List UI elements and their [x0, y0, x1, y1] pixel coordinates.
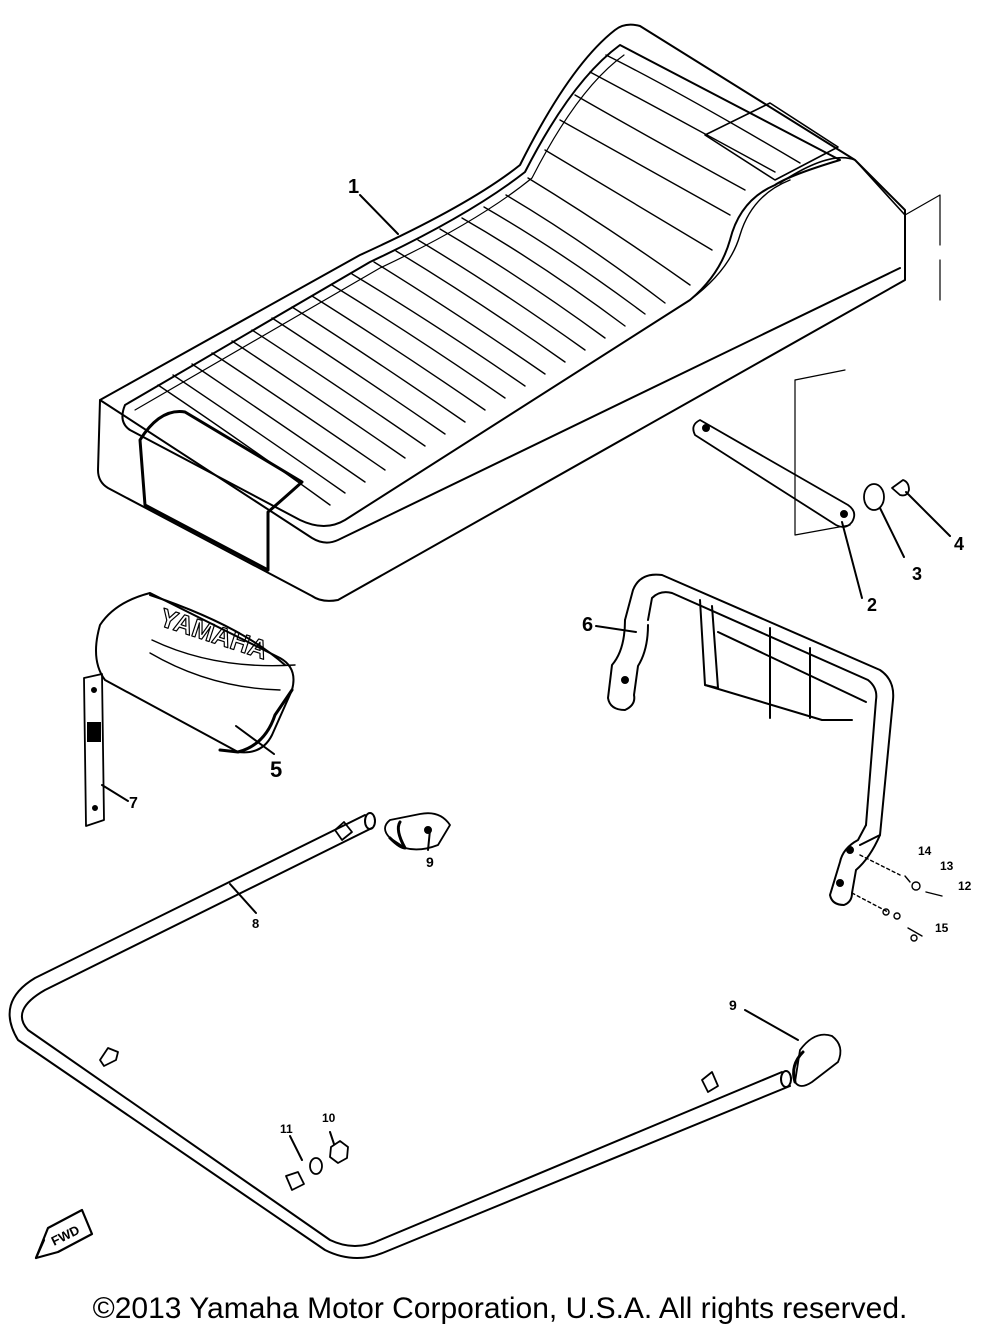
seat-side-top-edge	[99, 267, 901, 544]
tube-end-cap-front	[384, 812, 451, 851]
grab-bar-inner	[647, 591, 878, 826]
seat-top-outline	[121, 44, 841, 527]
strap-plate	[83, 673, 105, 827]
callout-2: 2	[867, 595, 877, 615]
callout-4: 4	[954, 534, 964, 554]
callout-3: 3	[912, 564, 922, 584]
bumper-stud-right	[701, 1071, 719, 1093]
washer-11	[309, 1157, 323, 1175]
callout-6: 6	[582, 614, 593, 636]
grab-bar-outer	[624, 573, 895, 846]
grab-bar	[607, 573, 895, 906]
seat-assembly	[97, 23, 941, 602]
cover-outline	[95, 592, 295, 754]
callout-1: 1	[348, 176, 359, 198]
grab-bar-front-bracket	[607, 619, 649, 711]
callout-8: 8	[252, 916, 259, 931]
stay-bar	[692, 419, 856, 528]
parts-diagram: YAMAHA	[8, 23, 972, 1260]
leader-lines	[101, 194, 951, 1161]
callout-13: 13	[940, 859, 954, 873]
bumper-loop	[8, 812, 792, 1260]
callout-7: 7	[129, 795, 138, 812]
seat-outline	[97, 23, 906, 602]
seat-stay	[692, 419, 910, 528]
stay-bolt	[891, 479, 910, 497]
seat-tail-hump	[779, 156, 906, 281]
bumper-tube-outer	[20, 827, 783, 1247]
callout-11: 11	[280, 1122, 293, 1136]
callout-12: 12	[958, 879, 972, 893]
tube-end-cap-rear	[792, 1033, 842, 1087]
strap-buckle	[87, 722, 101, 742]
callout-15: 15	[935, 921, 949, 935]
cover-print-text: YAMAHA	[156, 602, 272, 665]
bumper-tube-inner	[8, 814, 791, 1260]
seat-cover: YAMAHA	[95, 592, 296, 754]
stay-washer	[863, 483, 885, 511]
callout-5: 5	[270, 757, 282, 782]
callout-14: 14	[918, 844, 932, 858]
callout-9-rear: 9	[729, 997, 737, 1013]
seat-front-label-patch	[138, 410, 304, 572]
copyright-notice: ©2013 Yamaha Motor Corporation, U.S.A. A…	[92, 1292, 908, 1325]
bumper-stud-bottom	[285, 1171, 305, 1191]
callout-9-front: 9	[426, 854, 434, 870]
grab-bar-rear-bracket	[829, 824, 881, 906]
bumper-stud-front	[334, 821, 353, 841]
forward-direction-arrow: FWD	[34, 1208, 94, 1260]
grab-bar-fasteners	[851, 854, 943, 942]
seat-pleats	[157, 54, 801, 506]
callout-labels: 1 2 3 4 5 6 7 8 9 9 10 11 12 13 14 15	[129, 176, 972, 1136]
seat-rear-label-patch	[704, 102, 839, 181]
callout-10: 10	[322, 1111, 336, 1125]
strap-part	[83, 673, 105, 827]
bumper-stud-left	[99, 1047, 119, 1067]
nut-10	[329, 1140, 349, 1164]
